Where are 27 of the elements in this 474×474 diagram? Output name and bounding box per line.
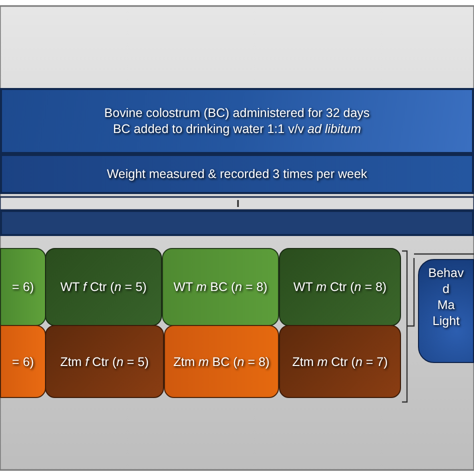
group-cell [162,248,279,326]
group-cell [45,248,162,326]
label-text: Behav [428,265,464,281]
label-text: Ztm f Ctr (n = 5) [60,354,149,370]
label-text: WT f Ctr (n = 5) [60,279,147,295]
label-text: Weight measured & recorded 3 times per week [106,166,368,182]
label-text: Ma [437,297,455,313]
process-band [0,88,474,154]
label-text: Ztm m BC (n = 8) [173,354,270,370]
label-text: BC added to drinking water 1:1 v/v ad libitum [112,121,362,137]
label-text: Light [432,313,460,329]
label-text: WT m Ctr (n = 8) [293,279,387,295]
band-shape [0,210,474,236]
group-cell [279,248,401,326]
label-text: d [442,281,450,297]
group-cell [0,325,46,398]
label-text: = 6) [12,279,34,295]
label-text: = 6) [12,354,34,370]
process-band [0,154,474,194]
label-text: Bovine colostrum (BC) administered for 32 days [104,105,370,121]
group-cell [45,325,164,398]
method-box [418,259,474,363]
group-cell [164,325,279,398]
group-cell [0,248,46,326]
group-cell [279,325,401,398]
label-text: Ztm m Ctr (n = 7) [292,354,388,370]
label-text: WT m BC (n = 8) [174,279,268,295]
